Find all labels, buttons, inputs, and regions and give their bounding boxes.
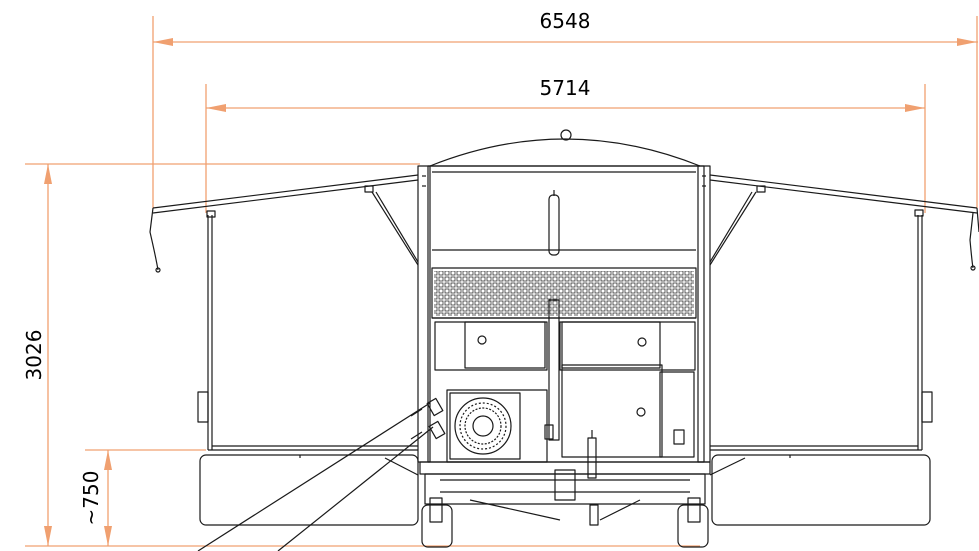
dim-height-label: 3026	[22, 330, 46, 381]
roof-dome	[429, 138, 701, 167]
dim-inner-width-label: 5714	[540, 76, 591, 100]
central-body	[417, 165, 711, 463]
dimension-arrowheads	[44, 38, 977, 546]
left-awning	[149, 174, 419, 273]
cable-connectors	[197, 397, 446, 551]
chassis	[419, 430, 711, 526]
roof-beacon	[560, 129, 572, 141]
left-side-panel	[197, 215, 419, 526]
ac-unit	[446, 389, 554, 463]
ventilation-grille	[431, 267, 697, 319]
dimension-lines	[25, 16, 978, 547]
vehicle-drawing	[149, 129, 979, 551]
left-wheel	[421, 504, 453, 548]
dim-clearance-label: ~750	[79, 471, 103, 526]
lower-compartments	[434, 321, 696, 458]
right-wheel	[677, 504, 709, 548]
right-awning	[709, 174, 979, 271]
right-side-panel	[709, 215, 933, 526]
dim-overall-width-label: 6548	[540, 9, 591, 33]
